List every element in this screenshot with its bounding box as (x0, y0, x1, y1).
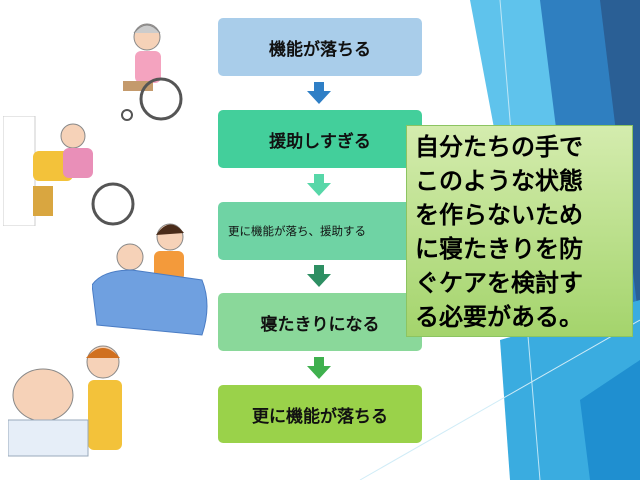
bedridden-care-illustration (92, 223, 208, 336)
down-arrow-icon (307, 265, 331, 287)
flow-step-1: 機能が落ちる (218, 18, 422, 76)
transfer-assist-illustration (3, 116, 135, 226)
feeding-care-illustration (8, 345, 122, 457)
flow-step-2: 援助しすぎる (218, 110, 422, 168)
down-arrow-icon (307, 82, 331, 104)
flow-step-4: 寝たきりになる (218, 293, 422, 351)
flow-step-5: 更に機能が落ちる (218, 385, 422, 443)
down-arrow-icon (307, 357, 331, 379)
bg-line (359, 319, 640, 480)
wheelchair-elder-illustration (121, 23, 183, 121)
down-arrow-icon (307, 174, 331, 196)
flow-step-3: 更に機能が落ち、援助する (218, 202, 422, 260)
bg-shape-bottom (580, 360, 640, 480)
callout-note: 自分たちの手で このような状態 を作らないため に寝たきりを防 ぐケアを検討す … (406, 125, 633, 337)
